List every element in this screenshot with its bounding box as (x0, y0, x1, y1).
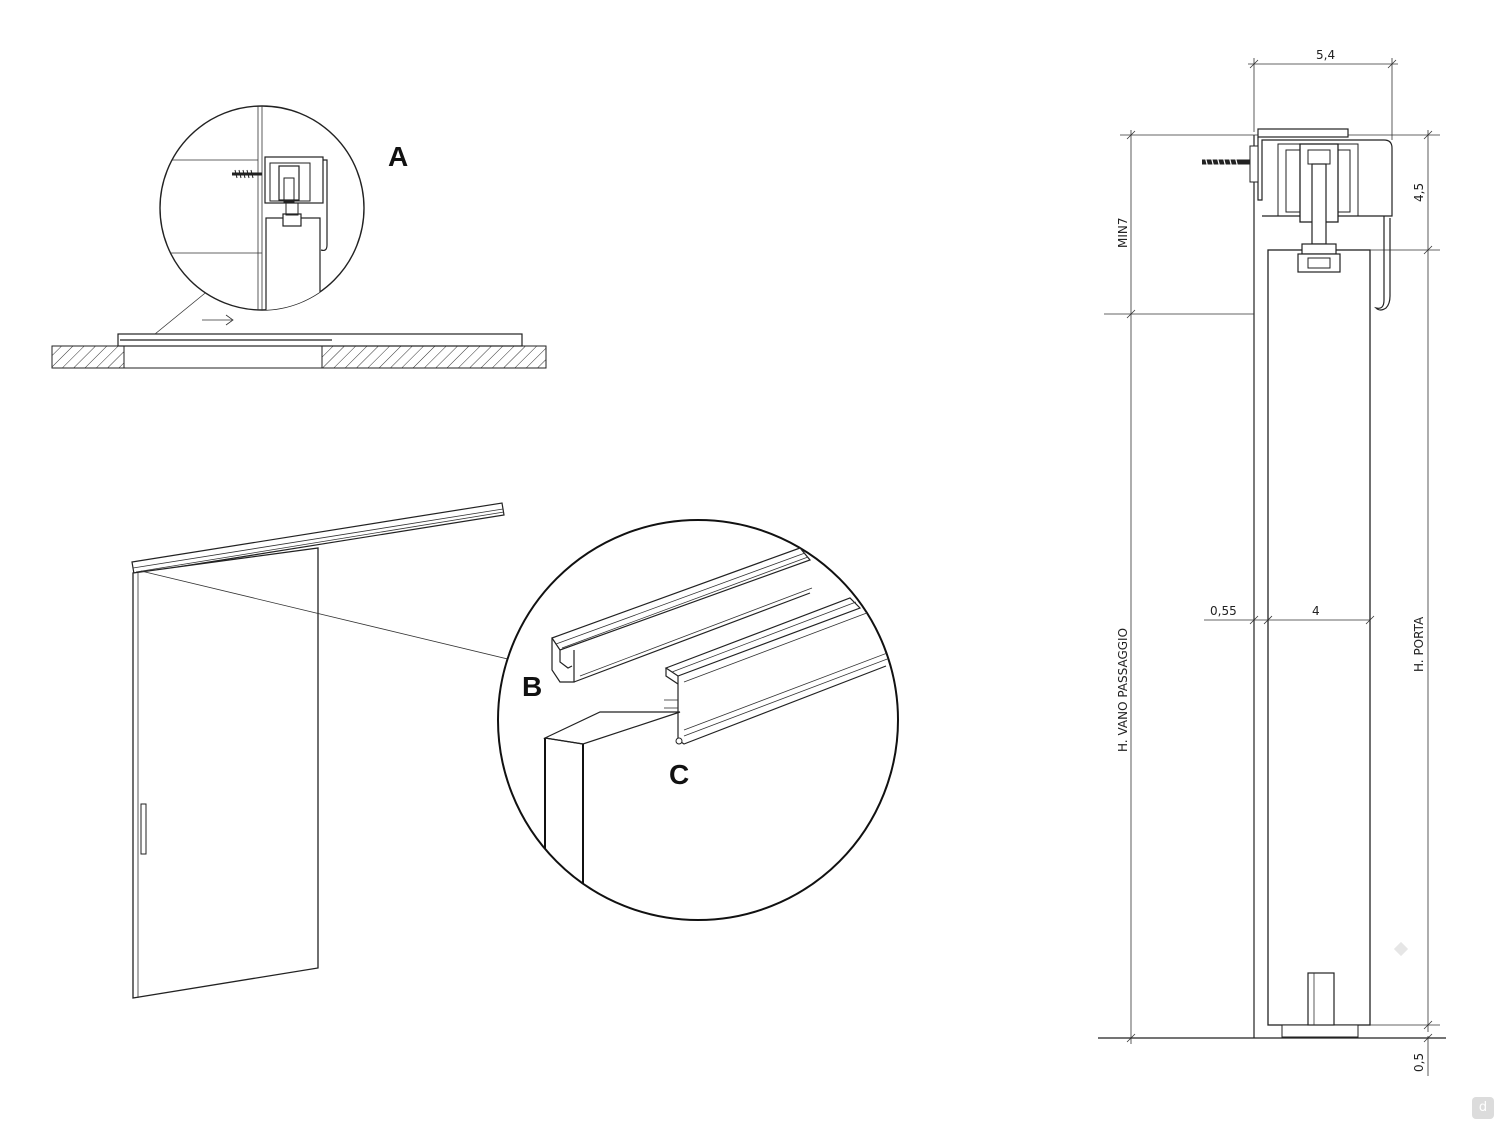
dim-gap-side-text: 0,55 (1210, 604, 1237, 618)
cover-profile-hook (1374, 216, 1391, 311)
door-leaf-perspective (132, 547, 319, 999)
floor-guide (1281, 1024, 1359, 1038)
dim-opening-height-text: H. VANO PASSAGGIO (1116, 628, 1130, 752)
dimension-floor-gap: 0,5 (1412, 1033, 1433, 1076)
floor-hatch-left (51, 345, 125, 369)
d-logo-icon: d (1472, 1097, 1494, 1119)
callout-b-label: B (522, 671, 542, 702)
direction-arrow-icon (202, 314, 234, 326)
track-profile (1257, 128, 1393, 311)
detail-bc-leader (140, 570, 513, 661)
dimension-width-top: 5,4 (1248, 48, 1398, 140)
watermark-mark (1393, 941, 1409, 957)
floor-guide-pin (1307, 972, 1335, 1026)
dimension-opening-height: MIN7 H. VANO PASSAGGIO (1116, 130, 1136, 1044)
floor-section-view (51, 284, 547, 369)
dimension-track-height: 4,5 H. PORTA (1370, 130, 1440, 1032)
door-leaf-section (1267, 249, 1371, 1026)
dim-door-height-text: H. PORTA (1412, 616, 1426, 672)
detail-bc-circle (497, 519, 899, 921)
floor-hatch-right (321, 345, 547, 369)
dim-width-top-text: 5,4 (1316, 48, 1335, 62)
callout-c-label: C (669, 759, 689, 790)
door-perspective-view (131, 502, 513, 999)
screw-icon-section (1202, 145, 1259, 183)
detail-a-circle (159, 105, 365, 311)
dim-floor-gap-text: 0,5 (1412, 1053, 1426, 1072)
dim-min-head-text: MIN7 (1116, 217, 1130, 248)
door-handle (140, 803, 147, 855)
vertical-section-view: 5,4 4,5 H. PORTA MIN7 H. VANO PASSAGGIO (1098, 48, 1446, 1076)
floor-recess (123, 345, 323, 369)
screw-icon (232, 169, 262, 179)
dim-track-height-text: 4,5 (1412, 183, 1426, 202)
dimension-gap-and-thickness: 0,55 4 (1204, 604, 1375, 625)
callout-a-label: A (388, 141, 408, 172)
dim-door-thickness-text: 4 (1312, 604, 1320, 618)
